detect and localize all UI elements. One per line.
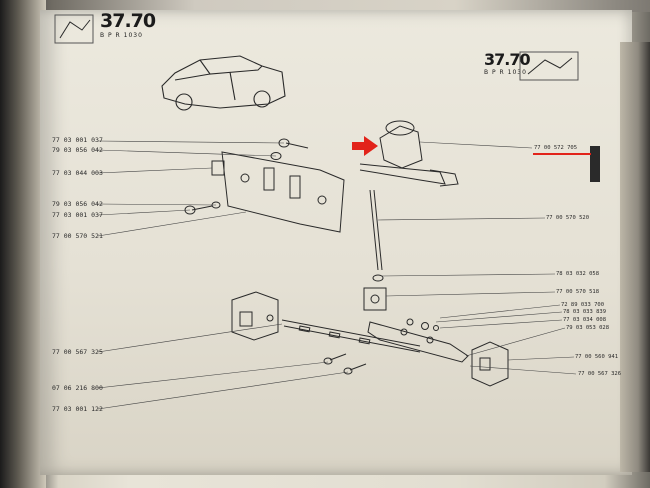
part-number-right-1: 77 00 572 705 [534, 145, 578, 151]
header-right: 37.70 B P R 1030 [484, 50, 531, 76]
header-right-sub: B P R 1030 [484, 69, 527, 76]
door-lock-assembly [359, 120, 459, 187]
header-left-sub: B P R 1030 [100, 32, 143, 39]
leader-lines-right [377, 141, 577, 375]
thumbnail-icon-left [54, 14, 94, 44]
part-number-left-5: 77 03 001 037 [52, 211, 103, 219]
clip-nut [211, 160, 225, 176]
part-number-left-7: 77 00 567 325 [52, 348, 103, 356]
part-number-left-1: 77 03 001 037 [52, 136, 103, 144]
part-number-right-7: 77 03 034 008 [563, 317, 607, 323]
part-number-left-3: 77 03 044 003 [52, 169, 103, 177]
header-right-code: 37.70 [484, 50, 531, 69]
header-left: 37.70 B P R 1030 [100, 10, 156, 39]
screw-top [270, 138, 309, 160]
header-left-code: 37.70 [100, 10, 156, 32]
thumbnail-icon-right [519, 51, 579, 81]
part-number-right-6: 78 03 033 839 [563, 309, 607, 315]
highlight-underline [533, 153, 591, 155]
catalog-page [40, 10, 632, 475]
car-outline-icon [161, 55, 286, 111]
small-fasteners [406, 318, 439, 331]
lock-bracket-plate [221, 151, 345, 233]
book-left-pages [0, 0, 46, 488]
part-number-right-5: 72 89 033 700 [561, 302, 605, 308]
part-number-left-9: 77 03 001 122 [52, 405, 103, 413]
book-top-edge [0, 0, 650, 12]
book-right-edge [620, 42, 650, 472]
part-number-left-8: 07 06 216 800 [52, 384, 103, 392]
part-number-right-8: 79 03 053 028 [566, 325, 610, 331]
screws-bottom [323, 353, 367, 375]
part-number-right-4: 77 00 570 518 [556, 289, 600, 295]
lock-rod [369, 189, 384, 282]
part-number-left-4: 79 03 056 042 [52, 200, 103, 208]
page-tab-marker [590, 146, 600, 182]
link-plate [367, 321, 469, 363]
part-number-right-3: 78 03 032 058 [556, 271, 600, 277]
lever-block [363, 287, 387, 311]
actuator-block-right [471, 341, 509, 387]
red-arrow-icon [352, 136, 378, 156]
part-number-right-2: 77 00 570 520 [546, 215, 590, 221]
operating-bar [281, 319, 421, 353]
leader-lines-left [97, 140, 349, 410]
part-number-right-10: 77 00 567 326 [578, 371, 622, 377]
part-number-left-2: 79 03 056 042 [52, 146, 103, 154]
part-number-left-6: 77 00 570 521 [52, 232, 103, 240]
screw-lower [184, 201, 221, 215]
part-number-right-9: 77 00 560 941 [575, 354, 619, 360]
actuator-block-left [231, 291, 279, 341]
